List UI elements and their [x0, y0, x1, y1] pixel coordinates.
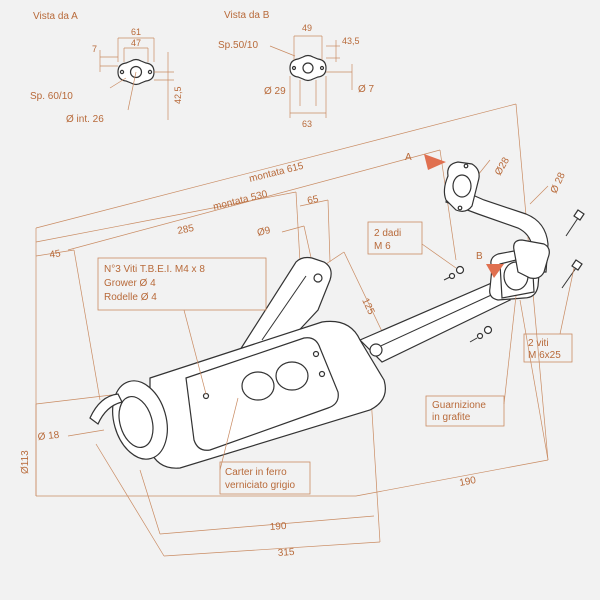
note-bolts-line-1: 2 viti — [528, 338, 549, 349]
dim-190-right: 190 — [458, 475, 477, 489]
view-b-dim-49: 49 — [302, 23, 312, 33]
carter-opening-right — [275, 361, 309, 391]
note-nuts: 2 dadi M 6 — [367, 221, 457, 269]
view-a-dim-7: 7 — [92, 44, 97, 54]
tail-spout — [89, 393, 123, 425]
dim-diameter-9: Ø9 — [256, 225, 272, 239]
view-a-hole-right — [147, 69, 153, 75]
view-a-hole-left — [119, 69, 125, 75]
view-a-dim-61: 61 — [131, 27, 141, 37]
note-screws: N°3 Viti T.B.E.I. M4 x 8 Grower Ø 4 Rode… — [97, 257, 267, 395]
carter-opening-left — [241, 371, 275, 401]
view-b-bore — [302, 62, 314, 74]
note-nuts-line-2: M 6 — [374, 241, 391, 252]
bolt-2-icon — [561, 259, 583, 289]
dim-285: 285 — [176, 223, 195, 237]
main-dimension-lines — [35, 103, 549, 557]
note-screws-line-3: Rodelle Ø 4 — [104, 292, 157, 303]
flange-b-upper — [513, 239, 550, 279]
view-b-dim-43: 43,5 — [342, 36, 360, 46]
exhaust-assembly — [89, 161, 585, 469]
marker-a-label: A — [405, 152, 412, 163]
dim-315: 315 — [277, 547, 295, 559]
dim-65: 65 — [306, 194, 320, 207]
dim-45: 45 — [49, 248, 62, 261]
note-gasket-line-2: in grafite — [432, 412, 471, 423]
view-a-dim-47: 47 — [131, 38, 141, 48]
note-bolts: 2 viti M 6x25 — [523, 267, 575, 363]
note-casing: Carter in ferro verniciato grigio — [219, 397, 311, 495]
note-screws-line-2: Grower Ø 4 — [104, 278, 156, 289]
flange-a-bore — [452, 174, 472, 198]
nut-2-icon — [469, 325, 493, 343]
note-gasket: Guarnizione in grafite — [425, 295, 517, 427]
dim-diameter-113: Ø113 — [20, 450, 31, 474]
note-casing-line-2: verniciato grigio — [225, 480, 295, 491]
mounting-bracket — [238, 256, 332, 351]
marker-a-arrow-icon — [424, 154, 446, 170]
view-b: Vista da B 49 Sp.50/10 43,5 Ø 29 Ø 7 63 — [218, 10, 375, 129]
note-bolts-line-2: M 6x25 — [528, 350, 561, 361]
nut-1-icon — [443, 265, 465, 281]
view-a-title: Vista da A — [33, 11, 78, 22]
view-b-hole-right — [319, 65, 325, 71]
marker-b-label: B — [476, 251, 483, 262]
dim-montata-530: montata 530 — [212, 189, 269, 213]
bolt-1-icon — [565, 209, 585, 237]
dim-190-bottom: 190 — [269, 521, 287, 533]
view-b-hole-left — [291, 65, 297, 71]
note-gasket-line-1: Guarnizione — [432, 400, 486, 411]
view-markers: A B — [405, 152, 504, 278]
note-nuts-line-1: 2 dadi — [374, 228, 401, 239]
carter-screw-2 — [312, 350, 320, 358]
dim-diameter-18: Ø 18 — [37, 430, 60, 443]
marker-b-arrow-icon — [486, 264, 504, 278]
dim-diameter-28-a: Ø28 — [493, 155, 512, 177]
dim-diameter-28-b: Ø 28 — [549, 171, 568, 196]
view-b-dim-63: 63 — [302, 119, 312, 129]
carter-screw-1 — [202, 392, 210, 400]
carter-screw-3 — [318, 370, 326, 378]
view-b-title: Vista da B — [224, 10, 270, 21]
view-a-inner-diameter: Ø int. 26 — [66, 114, 104, 125]
dim-montata-615: montata 615 — [248, 161, 305, 185]
view-a-dim-42: 42,5 — [173, 86, 183, 104]
view-b-dim-29: Ø 29 — [264, 86, 286, 97]
outlet-tip — [118, 396, 154, 448]
note-casing-line-1: Carter in ferro — [225, 467, 287, 478]
note-screws-line-1: N°3 Viti T.B.E.I. M4 x 8 — [104, 264, 205, 275]
view-a-thickness: Sp. 60/10 — [30, 91, 73, 102]
view-b-thickness: Sp.50/10 — [218, 40, 258, 51]
view-b-dim-7: Ø 7 — [358, 84, 375, 95]
bracket-hole — [313, 273, 323, 283]
inlet-clamp — [369, 343, 383, 357]
view-a: Vista da A 61 47 7 Sp. 60/10 Ø int. 26 4… — [30, 11, 183, 125]
